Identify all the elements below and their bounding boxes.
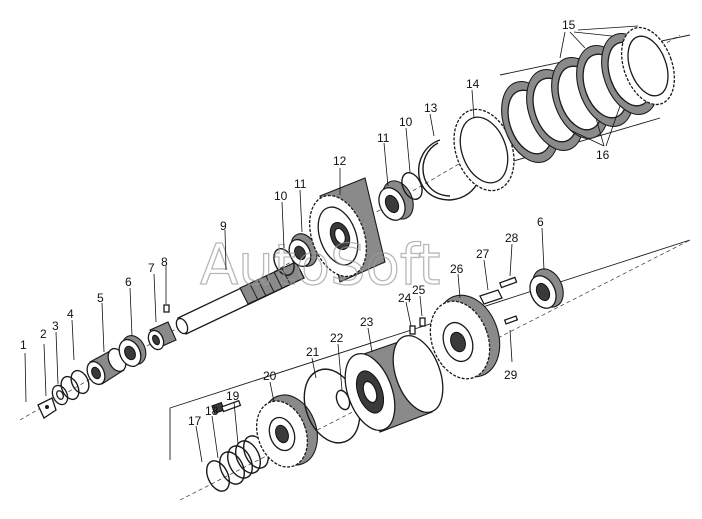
main-shaft (175, 261, 305, 335)
callout-label: 12 (333, 154, 347, 168)
washer (51, 384, 69, 406)
bearing-left (118, 335, 147, 368)
ring-and-bearing-lower (273, 233, 318, 276)
callout-label: 25 (412, 283, 426, 297)
callout-label: 23 (360, 315, 374, 329)
callout-label: 7 (148, 261, 155, 275)
lock-plate (37, 397, 57, 419)
callout-label: 26 (450, 262, 464, 276)
callout-label: 17 (188, 414, 202, 428)
callouts: 1 2 3 4 5 6 7 8 9 10 11 12 10 11 13 14 (20, 18, 639, 463)
bearing-right (529, 268, 564, 309)
callout-label: 21 (306, 345, 320, 359)
callout-label: 15 (562, 18, 576, 32)
callout-label: 10 (399, 115, 413, 129)
clutch-drum (344, 335, 444, 433)
callout-label: 8 (161, 255, 168, 269)
sleeve (86, 347, 127, 386)
callout-label: 13 (424, 101, 438, 115)
callout-label: 27 (476, 247, 490, 261)
snap-rings (60, 369, 90, 401)
small-pin (163, 304, 170, 313)
drive-gear (309, 177, 386, 283)
callout-label: 28 (505, 231, 519, 245)
callout-label: 11 (377, 131, 390, 145)
callout-label: 16 (596, 148, 610, 162)
callout-label: 18 (205, 404, 219, 418)
pin-29 (503, 315, 519, 325)
watermark: AutoSoft (200, 233, 441, 298)
key (479, 289, 503, 305)
callout-label: 2 (40, 327, 47, 341)
callout-label: 22 (330, 331, 344, 345)
lower-gear (255, 394, 318, 468)
callout-label: 1 (20, 338, 27, 352)
ring-gear-large (429, 294, 501, 380)
clutch-disc-stack (501, 26, 676, 164)
callout-label: 14 (466, 77, 480, 91)
callout-label: 6 (537, 215, 544, 229)
ring-and-bearing-upper (378, 172, 423, 221)
callout-label: 29 (504, 368, 518, 382)
bolt (211, 399, 242, 415)
callout-label: 11 (294, 177, 307, 191)
callout-label: 10 (274, 189, 288, 203)
small-pins (409, 317, 426, 335)
callout-label: 3 (52, 319, 59, 333)
callout-label: 5 (97, 291, 104, 305)
bolt-upper (498, 276, 518, 289)
callout-label: 4 (67, 307, 74, 321)
callout-label: 24 (398, 291, 412, 305)
callout-label: 9 (220, 219, 227, 233)
ring-gear-plate (453, 108, 515, 192)
callout-label: 19 (226, 389, 240, 403)
bushing (147, 321, 177, 351)
callout-label: 6 (125, 275, 132, 289)
callout-label: 20 (263, 369, 277, 383)
